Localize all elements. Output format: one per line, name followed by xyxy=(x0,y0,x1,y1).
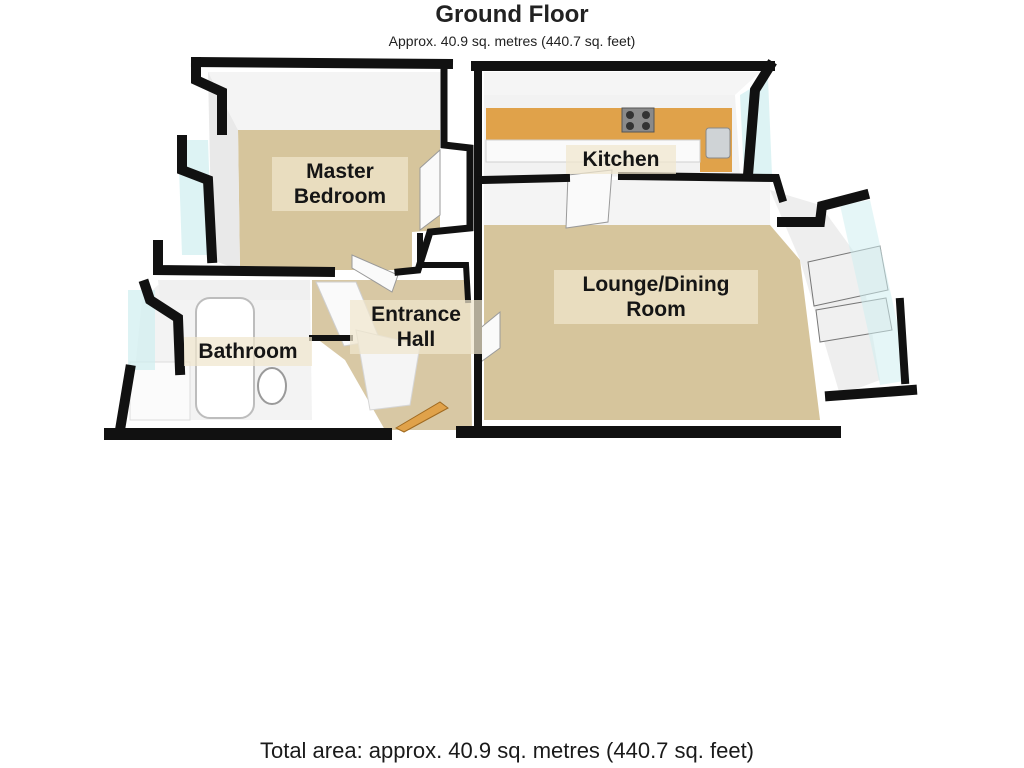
wall-left-window xyxy=(177,135,218,264)
bedroom-door xyxy=(419,148,441,231)
hob-ring xyxy=(642,111,650,119)
wall-bay-bottom xyxy=(824,384,918,402)
wall-kitchen-lounge-2 xyxy=(617,171,787,203)
kitchen-sink xyxy=(705,127,731,159)
room-label-lounge-dining: Lounge/Dining Room xyxy=(554,270,758,324)
wall-bay-right xyxy=(895,297,910,385)
front-door xyxy=(394,401,449,433)
floor-title: Ground Floor xyxy=(435,1,589,28)
lounge-back-wall xyxy=(484,180,770,225)
hall-door xyxy=(351,254,399,293)
bay-window-glass xyxy=(840,200,910,385)
wall-right-upper xyxy=(742,59,777,181)
wall-left-lower xyxy=(153,240,336,278)
wall-top-left xyxy=(190,56,454,70)
wall-kitchen-lounge xyxy=(477,173,571,185)
hob xyxy=(621,107,655,133)
wall-left-upper xyxy=(191,57,227,135)
room-label-kitchen: Kitchen xyxy=(566,145,676,174)
kitchen-back-wall xyxy=(484,72,760,95)
room-label-bathroom: Bathroom xyxy=(184,337,312,366)
wall-bathroom-bottom-left xyxy=(114,364,136,436)
bedroom-left-wall xyxy=(208,72,240,270)
walls xyxy=(104,56,918,440)
floor-area-subtitle: Approx. 40.9 sq. metres (440.7 sq. feet) xyxy=(388,33,636,49)
wall-bedroom-closet xyxy=(394,62,474,276)
toilet xyxy=(257,367,287,405)
wall-bay-top xyxy=(777,188,871,227)
bathroom-window xyxy=(128,290,155,370)
room-label-master-bedroom: Master Bedroom xyxy=(272,157,408,211)
kitchen-door xyxy=(565,169,613,229)
bedroom-back-wall xyxy=(208,72,442,130)
bathroom-back-wall xyxy=(158,280,310,300)
hob-ring xyxy=(626,111,634,119)
wall-bathroom-left xyxy=(138,278,186,376)
hob-ring xyxy=(642,122,650,130)
total-area-caption: Total area: approx. 40.9 sq. metres (440… xyxy=(259,738,755,763)
hob-ring xyxy=(626,122,634,130)
room-label-entrance-hall: Entrance Hall xyxy=(350,300,482,354)
wall-hall-cupboard xyxy=(417,233,472,304)
